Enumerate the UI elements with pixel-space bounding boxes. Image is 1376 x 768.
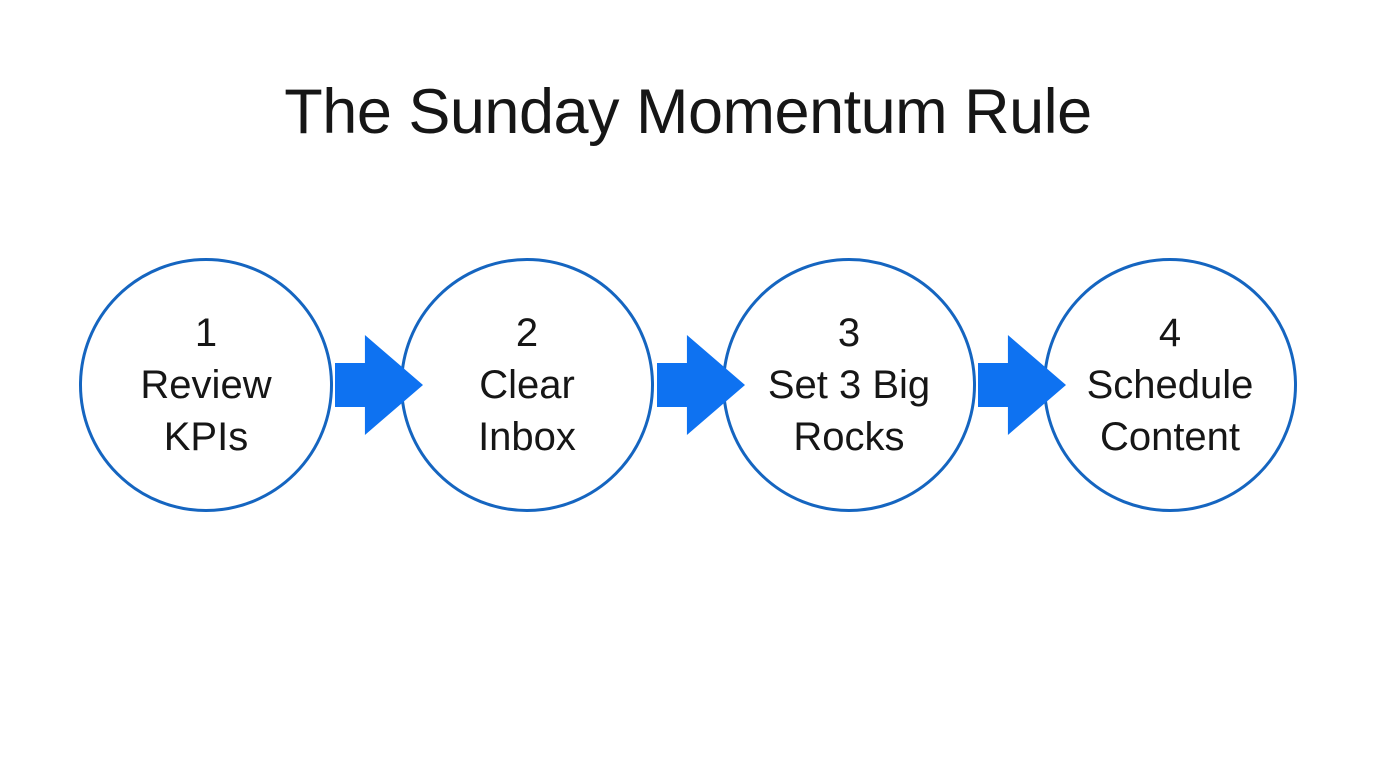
step-label-line: Review bbox=[140, 363, 272, 407]
step-label-line: Rocks bbox=[793, 415, 905, 459]
step-circle-3: 3 Set 3 Big Rocks bbox=[722, 258, 976, 512]
step-circle-4: 4 Schedule Content bbox=[1043, 258, 1297, 512]
page-title: The Sunday Momentum Rule bbox=[284, 77, 1092, 147]
step-number: 2 bbox=[515, 311, 539, 355]
step-label-line: Set 3 Big bbox=[767, 363, 931, 407]
step-label-line: Content bbox=[1099, 415, 1241, 459]
step-number: 1 bbox=[194, 311, 218, 355]
step-label-line: Schedule bbox=[1086, 363, 1254, 407]
step-label-line: Clear bbox=[479, 363, 575, 407]
step-label-line: Inbox bbox=[478, 415, 576, 459]
step-circle-1: 1 Review KPIs bbox=[79, 258, 333, 512]
step-circle-2: 2 Clear Inbox bbox=[400, 258, 654, 512]
step-number: 4 bbox=[1158, 311, 1182, 355]
step-number: 3 bbox=[837, 311, 861, 355]
step-label-line: KPIs bbox=[163, 415, 249, 459]
